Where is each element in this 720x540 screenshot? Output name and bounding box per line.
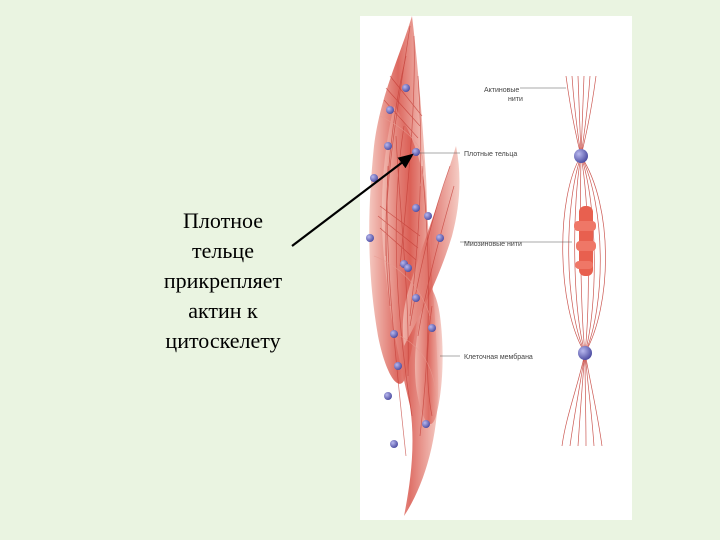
caption-line-4: актин к bbox=[188, 298, 258, 323]
dense-body-icon bbox=[370, 174, 378, 182]
leader-lines bbox=[420, 87, 572, 357]
dense-body-top-icon bbox=[574, 149, 588, 163]
label-actin-line2: нити bbox=[508, 96, 523, 103]
dense-body-icon bbox=[428, 324, 436, 332]
smooth-muscle-illustration: Актиновые нити Плотные тельца Миозиновые… bbox=[360, 16, 632, 520]
dense-body-icon bbox=[386, 106, 394, 114]
muscle-cell-4 bbox=[414, 286, 443, 425]
dense-body-icon bbox=[390, 440, 398, 448]
actin-filaments-right bbox=[561, 75, 606, 447]
label-membrane: Клеточная мембрана bbox=[464, 353, 533, 361]
dense-body-icon bbox=[412, 148, 420, 156]
dense-body-icon bbox=[402, 84, 410, 92]
illustration-svg: Актиновые нити Плотные тельца Миозиновые… bbox=[366, 16, 606, 516]
label-actin-line1: Актиновые bbox=[484, 87, 519, 94]
dense-body-icon bbox=[424, 212, 432, 220]
caption-line-2: тельце bbox=[192, 238, 254, 263]
dense-body-icon bbox=[412, 204, 420, 212]
myosin-filament bbox=[574, 206, 596, 276]
dense-body-icon bbox=[390, 330, 398, 338]
caption-line-3: прикрепляет bbox=[163, 268, 283, 293]
dense-body-icon bbox=[384, 392, 392, 400]
dense-body-icon bbox=[436, 234, 444, 242]
label-myosin: Миозиновые нити bbox=[464, 241, 522, 248]
caption-line-1: Плотное bbox=[183, 208, 263, 233]
dense-body-icon bbox=[404, 264, 412, 272]
dense-body-bottom-icon bbox=[578, 346, 592, 360]
dense-body-icon bbox=[422, 420, 430, 428]
dense-body-icon bbox=[366, 234, 374, 242]
dense-body-icon bbox=[384, 142, 392, 150]
dense-body-icon bbox=[394, 362, 402, 370]
caption-text: Плотное тельце прикрепляет актин к цитос… bbox=[138, 206, 308, 356]
dense-body-icon bbox=[412, 294, 420, 302]
single-cell-detail: Актиновые нити Плотные тельца Миозиновые… bbox=[420, 75, 606, 447]
caption-line-5: цитоскелету bbox=[165, 328, 281, 353]
muscle-cell-cluster bbox=[366, 16, 460, 516]
label-dense-bodies: Плотные тельца bbox=[464, 151, 517, 158]
